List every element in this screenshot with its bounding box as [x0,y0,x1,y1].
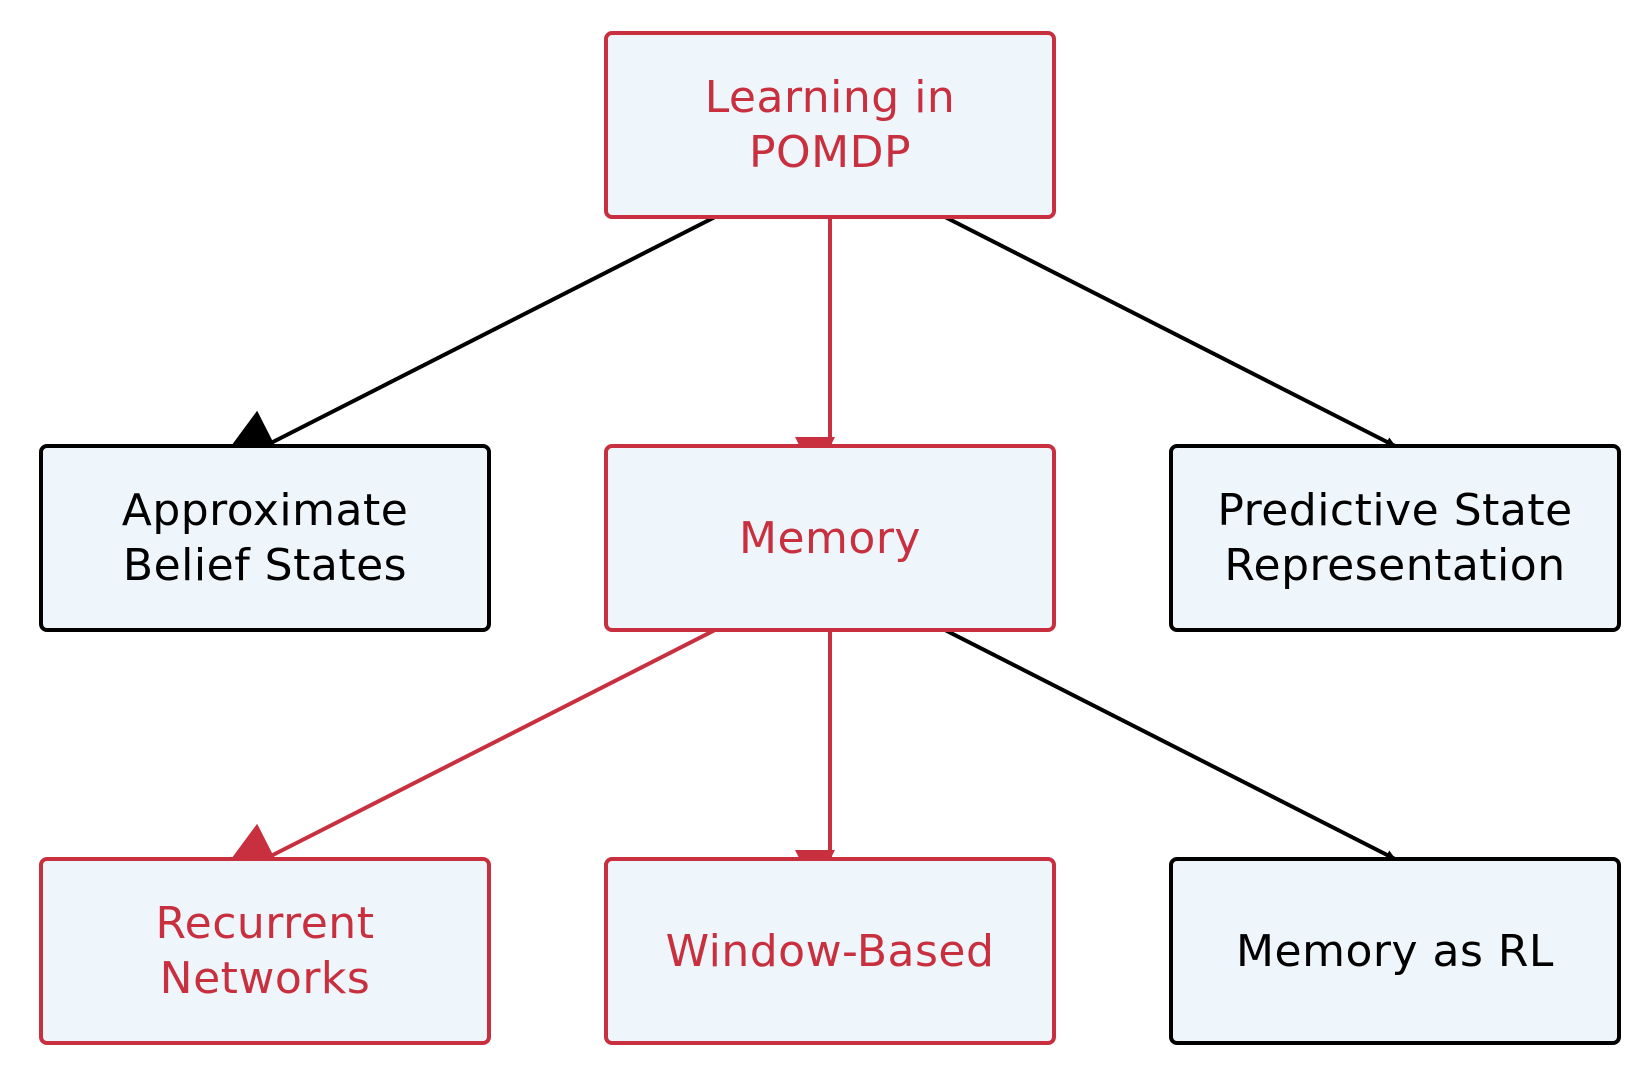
node-window-based: Window-Based [604,857,1056,1045]
edge-group [230,215,1416,890]
node-label: Learning in POMDP [704,72,956,178]
node-label: Memory [739,512,921,564]
edge-memory-to-memrl [944,628,1416,887]
edge-memory-to-rnn [230,628,716,861]
node-label: Window-Based [665,925,995,977]
edge-root-to-approx [230,215,716,448]
node-approximate-belief-states: Approximate Belief States [39,444,491,632]
node-label: Approximate Belief States [121,485,409,591]
node-memory: Memory [604,444,1056,632]
node-label: Recurrent Networks [155,898,375,1004]
node-memory-as-rl: Memory as RL [1169,857,1621,1045]
node-label: Memory as RL [1236,925,1554,977]
node-recurrent-networks: Recurrent Networks [39,857,491,1045]
node-predictive-state-representation: Predictive State Representation [1169,444,1621,632]
node-learning-in-pomdp: Learning in POMDP [604,31,1056,219]
node-label: Predictive State Representation [1217,485,1573,591]
edge-root-to-psr [944,215,1416,474]
